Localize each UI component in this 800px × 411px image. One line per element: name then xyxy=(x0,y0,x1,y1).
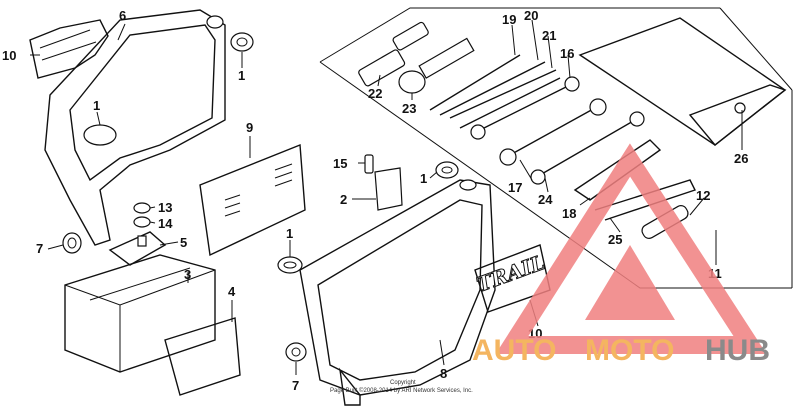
part-5-bracket xyxy=(108,231,167,266)
callout-5: 5 xyxy=(180,235,187,250)
watermark-word-auto: AUTO xyxy=(472,334,556,367)
callout-9: 9 xyxy=(246,120,253,135)
part-23-socket xyxy=(398,37,475,94)
part-13-nut xyxy=(133,202,151,214)
callout-22: 22 xyxy=(368,86,382,101)
callout-13: 13 xyxy=(158,200,172,215)
callout-4: 4 xyxy=(228,284,236,299)
callout-25: 25 xyxy=(608,232,622,247)
copyright-line-1: Copyright xyxy=(390,380,416,386)
callout-17: 17 xyxy=(508,180,522,195)
part-17-wrench xyxy=(499,98,607,166)
callout-10-a: 10 xyxy=(2,48,16,63)
part-16-wrench xyxy=(470,76,580,140)
copyright-line-2: Page Built ©2008-2014 by ARI Network Ser… xyxy=(330,387,473,394)
part-3-battery-case xyxy=(64,254,216,373)
part-15-bulb xyxy=(364,154,374,174)
callout-1-a: 1 xyxy=(238,68,245,83)
part-1-grommet-d xyxy=(277,256,303,274)
watermark-logo xyxy=(495,143,767,354)
callout-1-b: 1 xyxy=(93,98,100,113)
callout-3: 3 xyxy=(184,267,191,282)
callout-12: 12 xyxy=(696,188,710,203)
part-10-pad xyxy=(29,19,109,79)
tool-kit-outline xyxy=(319,7,793,289)
part-7-grommet-a xyxy=(62,232,82,254)
watermark-word-moto: MOTO xyxy=(585,334,674,367)
part-1-grommet-c xyxy=(435,161,459,179)
callout-2: 2 xyxy=(340,192,347,207)
callout-24: 24 xyxy=(538,192,553,207)
part-4-cover xyxy=(164,317,241,396)
watermark-triangle-outer xyxy=(495,143,767,354)
callout-16: 16 xyxy=(560,46,574,61)
callout-18: 18 xyxy=(562,206,576,221)
watermark-triangle-inner xyxy=(585,245,675,320)
callout-26: 26 xyxy=(734,151,748,166)
part-19-20-21-screwdrivers xyxy=(429,54,561,129)
callout-1-d: 1 xyxy=(286,226,293,241)
part-8-right-side-cover xyxy=(299,179,496,406)
callout-7-b: 7 xyxy=(292,378,299,393)
callout-21: 21 xyxy=(542,28,556,43)
part-2-socket xyxy=(374,167,403,211)
callout-8: 8 xyxy=(440,366,447,381)
watermark-text: AUTO MOTO HUB xyxy=(472,334,770,367)
part-26-tool-bag xyxy=(578,17,787,146)
watermark-word-hub: HUB xyxy=(705,334,770,367)
callout-15: 15 xyxy=(333,156,347,171)
callout-19: 19 xyxy=(502,12,516,27)
part-24-wrench xyxy=(530,111,645,185)
part-9-panel xyxy=(199,143,306,257)
callout-7-a: 7 xyxy=(36,241,43,256)
callout-14: 14 xyxy=(158,216,173,231)
part-1-grommet-a xyxy=(230,32,254,52)
callout-1-c: 1 xyxy=(420,171,427,186)
callout-6: 6 xyxy=(119,8,126,23)
part-7-grommet-b xyxy=(285,342,307,362)
part-6-left-side-cover xyxy=(44,9,226,246)
part-14-washer xyxy=(133,216,151,228)
callout-23: 23 xyxy=(402,101,416,116)
leader-lines xyxy=(30,19,743,375)
part-22-socket-wrench xyxy=(358,21,429,87)
callout-20: 20 xyxy=(524,8,538,23)
